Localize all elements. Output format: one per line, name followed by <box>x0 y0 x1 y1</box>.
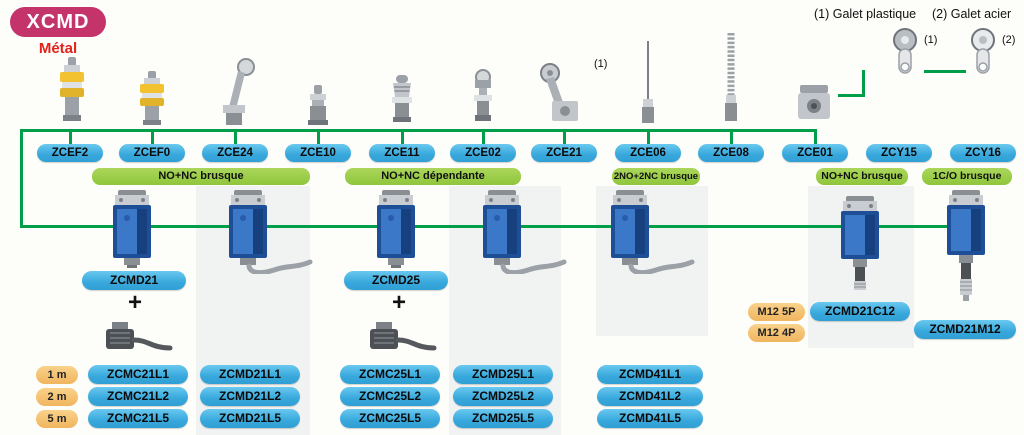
stub-line <box>401 129 404 145</box>
roller-link-line <box>862 70 865 97</box>
stub-line <box>563 129 566 145</box>
head-zce06-icon <box>636 41 660 132</box>
code-zce02: ZCE02 <box>450 144 516 162</box>
stub-line <box>482 129 485 145</box>
body-zcmd21l-image <box>222 190 314 279</box>
stub-line <box>317 129 320 145</box>
cable-connector-icon <box>96 316 180 365</box>
body-zcmd25-image <box>370 190 422 273</box>
code-zcef0: ZCEF0 <box>119 144 185 162</box>
code-zce21: ZCE21 <box>531 144 597 162</box>
head-zce08-icon <box>719 31 743 132</box>
head-zce11-icon <box>381 71 423 132</box>
plastic-roller-icon <box>888 28 922 85</box>
code-zce11: ZCE11 <box>369 144 435 162</box>
plastic-roller-mark: (1) <box>924 34 938 46</box>
code-zcy16: ZCY16 <box>950 144 1016 162</box>
family-badge: XCMD <box>10 7 106 37</box>
code-zcmc25l5: ZCMC25L5 <box>340 409 440 428</box>
stub-line <box>814 129 817 145</box>
body-zcmd21c12-image <box>834 196 886 297</box>
code-zce10: ZCE10 <box>285 144 351 162</box>
roller-link-line <box>924 70 966 73</box>
body-zcmd41l-image <box>604 190 696 279</box>
stub-line <box>730 129 733 145</box>
m12-4p-tag: M12 4P <box>748 324 805 342</box>
code-zcmc21l5: ZCMC21L5 <box>88 409 188 428</box>
material-label: Métal <box>38 40 78 57</box>
code-zcmd41l2: ZCMD41L2 <box>597 387 703 406</box>
head-zce02-icon <box>462 67 504 132</box>
code-zcmd21m12: ZCMD21M12 <box>914 320 1016 339</box>
code-zcmc21l2: ZCMC21L2 <box>88 387 188 406</box>
body-zcmd21m12-image <box>940 190 992 307</box>
head-zcef2-icon <box>49 55 95 132</box>
code-zcmc25l2: ZCMC25L2 <box>340 387 440 406</box>
head-zce21-note: (1) <box>594 58 608 70</box>
stub-line <box>647 129 650 145</box>
code-zcmd25: ZCMD25 <box>344 271 448 290</box>
left-drop-line <box>20 129 23 228</box>
code-zce24: ZCE24 <box>202 144 268 162</box>
function-bar: 1C/O brusque <box>922 168 1012 185</box>
code-zcmd21: ZCMD21 <box>82 271 186 290</box>
code-zcmc21l1: ZCMC21L1 <box>88 365 188 384</box>
stub-line <box>151 129 154 145</box>
legend-steel-roller: (2) Galet acier <box>932 7 1012 21</box>
code-zcy15: ZCY15 <box>866 144 932 162</box>
head-zce10-icon <box>298 79 338 132</box>
roller-link-line <box>838 94 864 97</box>
code-zcmd25l2: ZCMD25L2 <box>453 387 553 406</box>
steel-roller-mark: (2) <box>1002 34 1016 46</box>
function-bar: NO+NC brusque <box>816 168 908 185</box>
body-zcmd21-image <box>106 190 158 273</box>
code-zcmd21l5: ZCMD21L5 <box>200 409 300 428</box>
code-zcef2: ZCEF2 <box>37 144 103 162</box>
plus-sign: + <box>391 289 406 316</box>
code-zcmd21c12: ZCMD21C12 <box>810 302 910 321</box>
m12-5p-tag: M12 5P <box>748 303 805 321</box>
code-zcmd25l5: ZCMD25L5 <box>453 409 553 428</box>
function-bar: NO+NC brusque <box>92 168 310 185</box>
code-zcmd25l1: ZCMD25L1 <box>453 365 553 384</box>
function-bar: 2NO+2NC brusque <box>612 168 700 185</box>
cable-connector-icon <box>360 316 444 365</box>
body-zcmd25l-image <box>476 190 568 279</box>
stub-line <box>234 129 237 145</box>
steel-roller-icon <box>966 28 1000 85</box>
legend-plastic-roller: (1) Galet plastique <box>814 7 917 21</box>
plus-sign: + <box>127 289 142 316</box>
length-1m-tag: 1 m <box>36 366 78 384</box>
code-zcmc25l1: ZCMC25L1 <box>340 365 440 384</box>
length-5m-tag: 5 m <box>36 410 78 428</box>
code-zcmd21l1: ZCMD21L1 <box>200 365 300 384</box>
stub-line <box>69 129 72 145</box>
code-zce08: ZCE08 <box>698 144 764 162</box>
code-zcmd41l5: ZCMD41L5 <box>597 409 703 428</box>
trunk-line <box>20 129 817 132</box>
function-bar: NO+NC dépendante <box>345 168 521 185</box>
code-zce01: ZCE01 <box>782 144 848 162</box>
head-zcef0-icon <box>130 69 174 132</box>
head-zce01-icon <box>792 81 838 132</box>
code-zcmd41l1: ZCMD41L1 <box>597 365 703 384</box>
head-zce21-icon <box>532 61 592 132</box>
length-2m-tag: 2 m <box>36 388 78 406</box>
code-zce06: ZCE06 <box>615 144 681 162</box>
head-zce24-icon <box>205 55 265 132</box>
code-zcmd21l2: ZCMD21L2 <box>200 387 300 406</box>
